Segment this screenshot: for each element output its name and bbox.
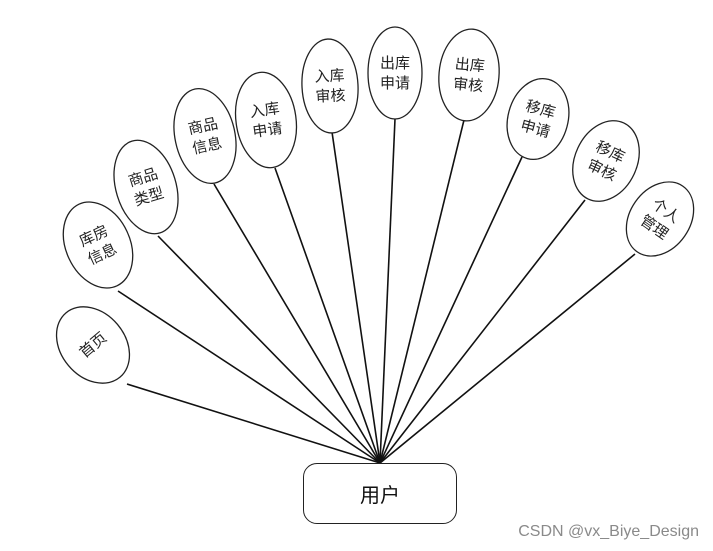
branch-node-label: 信息 <box>191 134 224 158</box>
branch-node-ellipse <box>113 139 179 235</box>
branch-node-label: 入库 <box>248 99 280 121</box>
connector-line <box>331 131 381 464</box>
branch-node-ellipse <box>367 26 423 120</box>
branch-node-ellipse <box>625 181 695 257</box>
connector-line <box>379 118 396 464</box>
branch-node-label: 出库 <box>380 54 410 72</box>
branch-node-label: 审核 <box>315 86 346 106</box>
root-node-user: 用户 <box>303 463 457 524</box>
connector-line <box>126 383 381 464</box>
branch-node-label: 出库 <box>454 55 485 76</box>
branch-node-ellipse <box>55 306 131 384</box>
branch-node-label: 申请 <box>251 119 283 141</box>
watermark: CSDN @vx_Biye_Design <box>518 523 699 540</box>
branch-node-label: 申请 <box>380 74 410 92</box>
branch-node-label: 商品 <box>186 114 219 138</box>
branch-node-ellipse <box>301 38 359 134</box>
branch-node-ellipse <box>506 77 570 161</box>
connector-line <box>213 183 381 464</box>
connector-line <box>379 253 636 464</box>
branch-node-ellipse <box>234 71 298 169</box>
connector-line <box>274 167 381 464</box>
connector-line <box>379 156 523 464</box>
connector-line <box>379 199 586 464</box>
connector-line <box>379 119 465 464</box>
branch-node: 首页 <box>55 306 131 384</box>
root-node-label: 用户 <box>360 483 400 507</box>
connector-line <box>117 290 381 464</box>
branch-node-label: 审核 <box>452 75 483 96</box>
branch-node-ellipse <box>438 28 500 122</box>
branch-node-ellipse <box>572 120 640 202</box>
connector-line <box>157 235 381 464</box>
branch-node-ellipse <box>62 201 134 289</box>
branch-node-label: 入库 <box>314 66 345 86</box>
branch-node-ellipse <box>173 87 237 185</box>
